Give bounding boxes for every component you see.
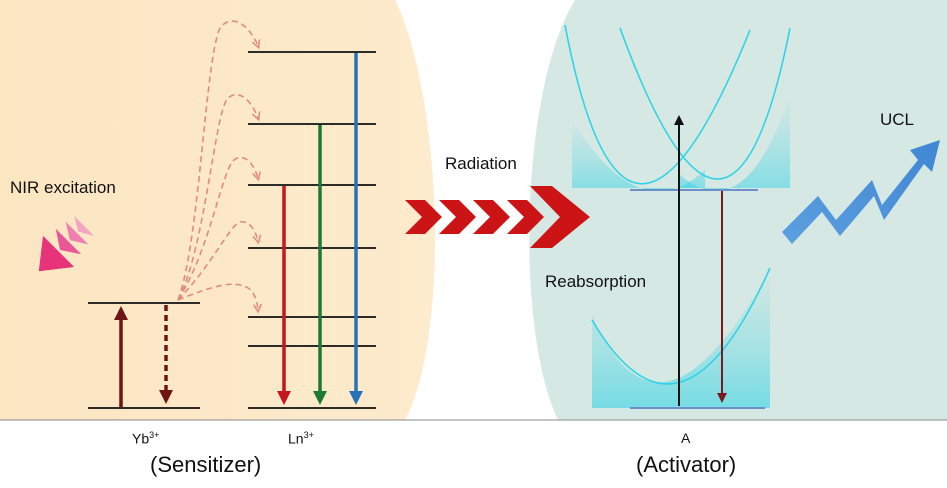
sensitizer-label: (Sensitizer)	[150, 452, 262, 477]
radiation-arrow-icon	[405, 186, 590, 248]
sensitizer-region	[0, 0, 435, 420]
yb-ion-label: Yb3+	[132, 430, 159, 447]
upper-parabola-fill-left	[572, 120, 705, 192]
transfer-curve	[177, 283, 258, 310]
excited-state-parabolas	[564, 24, 791, 192]
energy-transfer-curves	[177, 20, 258, 310]
upper-parabola-right	[619, 27, 791, 180]
radiation-label: Radiation	[445, 154, 517, 173]
activator-ion-label: A	[681, 430, 691, 446]
yb-charge: 3+	[149, 430, 160, 440]
transfer-curve	[177, 20, 258, 301]
ln-ion-label: Ln3+	[288, 430, 314, 447]
ground-state-parabola	[591, 267, 771, 385]
transfer-curve	[177, 221, 258, 301]
upper-parabola-fill-right	[680, 95, 790, 191]
reabsorption-label: Reabsorption	[545, 272, 647, 291]
transfer-curve	[177, 93, 258, 301]
ln-base: Ln	[288, 430, 304, 447]
activator-region	[529, 0, 947, 420]
ln-charge: 3+	[303, 430, 314, 440]
upper-parabola-left	[564, 24, 751, 185]
ground-state-parabola-fill	[592, 268, 770, 408]
ucl-label: UCL	[880, 110, 915, 129]
nir-excitation-label: NIR excitation	[10, 178, 116, 197]
transfer-curve	[177, 156, 258, 301]
activator-label: (Activator)	[636, 452, 737, 477]
yb-base: Yb	[132, 430, 150, 447]
ucl-arrow-icon	[782, 140, 940, 244]
